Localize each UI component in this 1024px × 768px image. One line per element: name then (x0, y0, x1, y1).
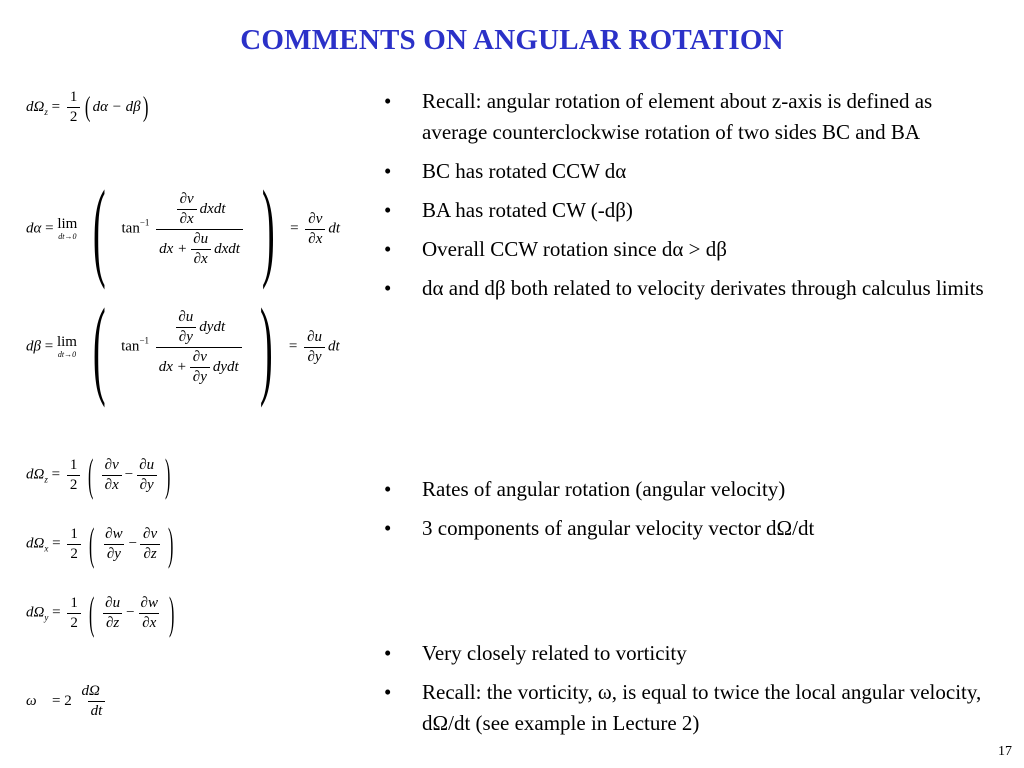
equals-sign: = (51, 99, 61, 115)
page-number: 17 (998, 744, 1012, 759)
bullet-item: BC has rotated CCW dα (380, 156, 1000, 187)
equation-domega-z-definition: dΩz = 1 2 (dα − dβ) (26, 89, 149, 125)
bullet-item: Overall CCW rotation since dα > dβ (380, 234, 1000, 265)
bullet-list-angular-velocity: Rates of angular rotation (angular veloc… (380, 474, 1000, 552)
bullet-item: dα and dβ both related to velocity deriv… (380, 273, 1000, 304)
bullet-item: BA has rotated CW (-dβ) (380, 195, 1000, 226)
bullet-item: Recall: angular rotation of element abou… (380, 86, 1000, 148)
bullet-list-rotation: Recall: angular rotation of element abou… (380, 86, 1000, 312)
bullet-item: Very closely related to vorticity (380, 638, 1000, 669)
bullet-list-vorticity: Very closely related to vorticity Recall… (380, 638, 1000, 747)
eq-body: dα − dβ (92, 99, 141, 115)
slide-title: COMMENTS ON ANGULAR ROTATION (240, 24, 784, 56)
bullet-item: Rates of angular rotation (angular veloc… (380, 474, 1000, 505)
half-fraction: 1 2 (66, 90, 81, 125)
eq-subscript: z (44, 106, 48, 117)
equation-vorticity: ω⃗ = 2 dΩ⃗dt (26, 683, 112, 719)
eq-lhs: dΩ (26, 98, 45, 115)
bullet-item: 3 components of angular velocity vector … (380, 513, 1000, 544)
bullet-item: Recall: the vorticity, ω, is equal to tw… (380, 677, 1000, 739)
